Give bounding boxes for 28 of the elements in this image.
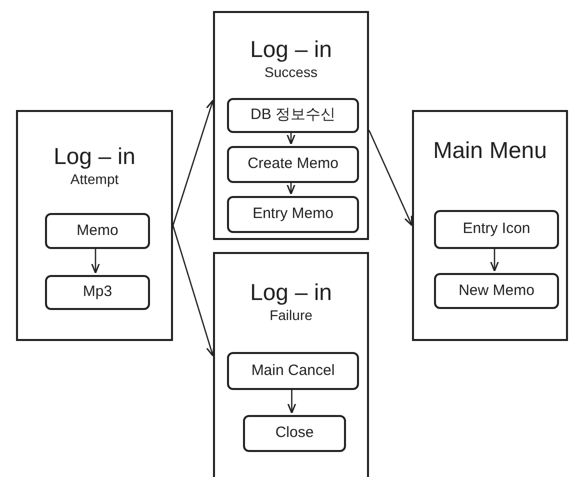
step-box: Create Memo	[227, 146, 359, 183]
step-box: Memo	[45, 213, 150, 249]
panel-subtitle: Failure	[270, 306, 312, 324]
arrow	[172, 225, 215, 357]
panel-subtitle: Attempt	[70, 170, 119, 188]
panel-subtitle: Success	[264, 63, 318, 81]
arrow	[286, 131, 296, 145]
step-box: Close	[243, 415, 346, 452]
step-box: Entry Icon	[434, 210, 559, 249]
panel-title: Log – in	[54, 142, 136, 170]
state-panel	[213, 11, 369, 240]
step-box: Main Cancel	[227, 352, 359, 390]
step-box: New Memo	[434, 273, 559, 309]
arrow	[490, 247, 499, 272]
arrow	[91, 247, 100, 274]
state-panel	[213, 252, 369, 477]
arrow	[172, 100, 214, 226]
panel-title: Log – in	[250, 278, 332, 306]
panel-title: Log – in	[250, 35, 332, 63]
state-panel	[16, 110, 173, 341]
arrow	[286, 181, 296, 195]
arrow	[287, 388, 296, 414]
arrow	[368, 130, 413, 226]
step-box: DB 정보수신	[227, 98, 359, 133]
panel-title: Main Menu	[433, 136, 547, 164]
step-box: Mp3	[45, 275, 150, 310]
state-panel	[412, 110, 568, 341]
step-box: Entry Memo	[227, 196, 359, 233]
